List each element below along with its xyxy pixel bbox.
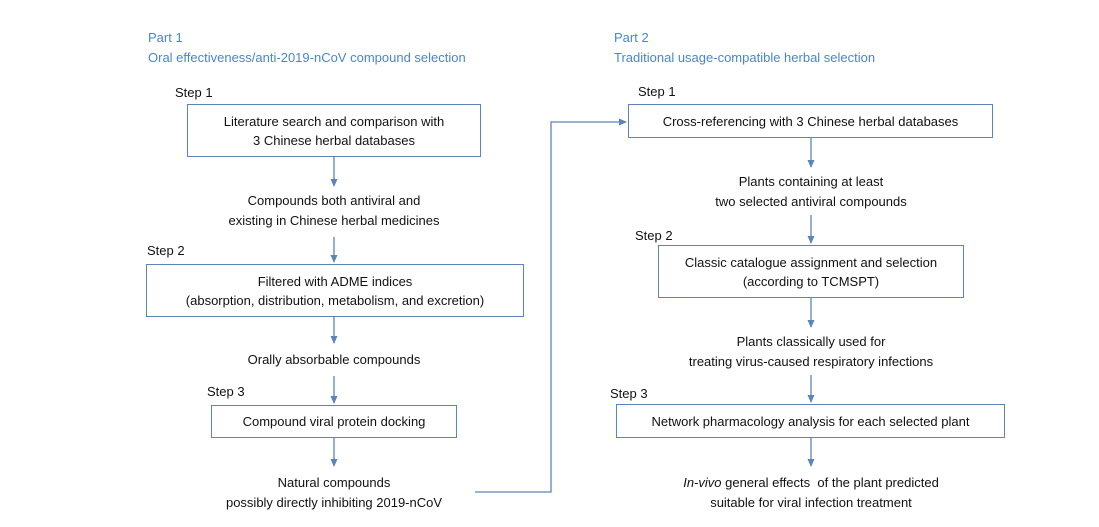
part2-step1-label: Step 1 (638, 84, 676, 99)
part1-step1-box: Literature search and comparison with 3 … (187, 104, 481, 157)
part2-title: Traditional usage-compatible herbal sele… (614, 50, 876, 65)
part2-step1-output-line1: Plants containing at least (738, 174, 884, 189)
part1-step1-output-line1: Compounds both antiviral and (247, 193, 421, 208)
part1-step3-output-line1: Natural compounds (277, 475, 391, 490)
part2-step3-output-line1-rest: general effects of the plant predicted (721, 475, 939, 490)
part2-step3-output-italic: In-vivo (683, 475, 722, 490)
part2-step3-output: In-vivo general effects of the plant pre… (631, 473, 991, 513)
part1-step3-box-line1: Compound viral protein docking (242, 414, 426, 429)
part2-step3-output-line1: In-vivo general effects of the plant pre… (631, 473, 991, 493)
part1-step2-box-line1: Filtered with ADME indices (257, 273, 413, 289)
part1-step3-output: Natural compounds possibly directly inhi… (184, 473, 484, 513)
part2-step3-box: Network pharmacology analysis for each s… (616, 404, 1005, 438)
part1-step3-output-line2: possibly directly inhibiting 2019-nCoV (225, 495, 443, 510)
part1-step2-label: Step 2 (147, 243, 185, 258)
part2-step1-output: Plants containing at least two selected … (641, 172, 981, 212)
part2-step3-box-line1: Network pharmacology analysis for each s… (651, 413, 970, 429)
part1-step2-output: Orally absorbable compounds (184, 350, 484, 370)
part1-step2-output-line1: Orally absorbable compounds (247, 352, 421, 367)
part2-step2-box-line1: Classic catalogue assignment and selecti… (684, 254, 938, 270)
part2-step1-box: Cross-referencing with 3 Chinese herbal … (628, 104, 993, 138)
part2-step2-label: Step 2 (635, 228, 673, 243)
part1-step1-box-line1: Literature search and comparison with (223, 113, 445, 129)
part1-step1-box-line2: 3 Chinese herbal databases (253, 132, 415, 148)
part1-title: Oral effectiveness/anti-2019-nCoV compou… (148, 50, 466, 65)
part2-step2-output-line1: Plants classically used for (736, 334, 886, 349)
part1-step3-box: Compound viral protein docking (211, 405, 457, 438)
part2-step3-output-line2: suitable for viral infection treatment (710, 495, 912, 510)
part2-step2-output: Plants classically used for treating vir… (641, 332, 981, 372)
part2-step3-label: Step 3 (610, 386, 648, 401)
part2-step2-box-line2: (according to TCMSPT) (742, 273, 880, 289)
part1-step1-output: Compounds both antiviral and existing in… (184, 191, 484, 231)
arrow-part1-to-part2 (475, 118, 627, 493)
part2-step1-box-line1: Cross-referencing with 3 Chinese herbal … (662, 113, 959, 129)
part2-step1-output-line2: two selected antiviral compounds (715, 194, 907, 209)
part1-step3-label: Step 3 (207, 384, 245, 399)
part1-step2-box: Filtered with ADME indices (absorption, … (146, 264, 524, 317)
part1-step2-box-line2: (absorption, distribution, metabolism, a… (185, 292, 485, 308)
part1-label: Part 1 (148, 30, 183, 45)
part2-label: Part 2 (614, 30, 649, 45)
part1-step1-label: Step 1 (175, 85, 213, 100)
part2-step2-box: Classic catalogue assignment and selecti… (658, 245, 964, 298)
part1-step1-output-line2: existing in Chinese herbal medicines (228, 213, 440, 228)
part2-step2-output-line2: treating virus-caused respiratory infect… (688, 354, 934, 369)
